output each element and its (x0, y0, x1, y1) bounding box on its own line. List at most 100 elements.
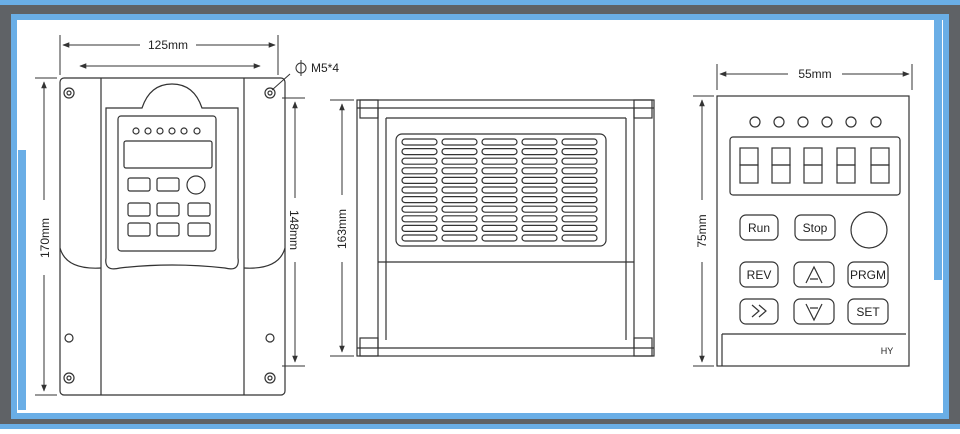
vent-slot (561, 215, 598, 223)
double-chevron-right-icon (751, 304, 767, 318)
side-housing (356, 99, 655, 357)
vent-slot (441, 215, 478, 223)
keypad-height-dimension (693, 95, 714, 367)
vent-slot (561, 138, 598, 146)
up-arrow-icon (805, 265, 823, 284)
vent-slot (481, 205, 518, 213)
rev-button-label: REV (747, 268, 772, 282)
shift-button[interactable] (739, 298, 779, 325)
mount-hole-icon (63, 372, 75, 384)
mount-hole-label: M5*4 (311, 61, 339, 75)
vent-slot (441, 196, 478, 204)
digit-5 (870, 147, 890, 184)
front-display (123, 140, 213, 169)
led-indicator (821, 116, 833, 128)
vent-slot (481, 224, 518, 232)
vent-slot (401, 205, 438, 213)
vent-slot (521, 167, 558, 175)
vent-slot (401, 176, 438, 184)
vent-slot (441, 148, 478, 156)
vent-slot (481, 167, 518, 175)
vent-slot (521, 157, 558, 165)
rev-button[interactable]: REV (739, 261, 779, 288)
led-indicator (797, 116, 809, 128)
vent-grille (395, 133, 607, 247)
vent-slot (401, 138, 438, 146)
keypad-width-label: 55mm (798, 67, 831, 81)
vent-slot (561, 224, 598, 232)
digit-1 (739, 147, 759, 184)
vent-slot (481, 196, 518, 204)
vent-slot (441, 205, 478, 213)
vent-slot (521, 196, 558, 204)
side-view (356, 99, 655, 357)
mount-hole-icon (264, 372, 276, 384)
keypad-width-dimension (716, 64, 913, 90)
up-button[interactable] (793, 261, 835, 288)
vent-slot (441, 157, 478, 165)
vent-slot (441, 176, 478, 184)
run-button[interactable]: Run (739, 214, 779, 241)
vent-slot (521, 224, 558, 232)
vent-slot (561, 176, 598, 184)
front-width-label: 125mm (148, 38, 188, 52)
side-height-dimension (330, 99, 354, 357)
vent-slot (481, 148, 518, 156)
vent-slot (561, 157, 598, 165)
vent-slot (521, 186, 558, 194)
seven-segment-display (729, 136, 901, 196)
vent-slot (401, 167, 438, 175)
vent-slot (401, 215, 438, 223)
vent-slot (521, 234, 558, 242)
vent-slot (521, 215, 558, 223)
vent-slot (441, 138, 478, 146)
vent-slot (481, 138, 518, 146)
vent-slot (521, 205, 558, 213)
vent-slot (401, 186, 438, 194)
stop-button[interactable]: Stop (794, 214, 836, 241)
keypad-led-row (749, 116, 882, 128)
vent-slot (561, 205, 598, 213)
vent-slot (401, 234, 438, 242)
vent-slot (481, 234, 518, 242)
side-height-label: 163mm (335, 209, 349, 249)
vent-slot (441, 224, 478, 232)
vent-slot (441, 167, 478, 175)
vent-slot (401, 224, 438, 232)
vent-slot (521, 148, 558, 156)
run-button-label: Run (748, 221, 770, 235)
digit-2 (771, 147, 791, 184)
vent-slot (441, 234, 478, 242)
set-button[interactable]: SET (847, 298, 889, 325)
down-arrow-icon (805, 303, 823, 322)
led-indicator (845, 116, 857, 128)
front-led-row (132, 127, 201, 135)
prgm-button[interactable]: PRGM (847, 261, 889, 288)
led-indicator (870, 116, 882, 128)
vent-slot (481, 176, 518, 184)
keypad-detail (716, 95, 910, 367)
hole-spacing-dimension (282, 97, 305, 367)
vent-slot (481, 215, 518, 223)
digit-3 (803, 147, 823, 184)
vent-slot (401, 148, 438, 156)
vent-slot (441, 186, 478, 194)
down-button[interactable] (793, 298, 835, 325)
led-indicator (773, 116, 785, 128)
front-keypad (117, 115, 217, 252)
mount-hole-callout (271, 60, 307, 91)
vent-slot (561, 186, 598, 194)
vent-slot (561, 167, 598, 175)
vent-slot (561, 148, 598, 156)
vent-slot (521, 138, 558, 146)
vent-slots (401, 138, 598, 242)
potentiometer-knob[interactable] (850, 211, 888, 249)
vent-slot (401, 157, 438, 165)
vent-slot (401, 196, 438, 204)
front-view (59, 77, 286, 396)
keypad-recess (105, 83, 239, 270)
vent-slot (521, 176, 558, 184)
front-height-dimension (35, 77, 57, 396)
vent-slot (481, 157, 518, 165)
